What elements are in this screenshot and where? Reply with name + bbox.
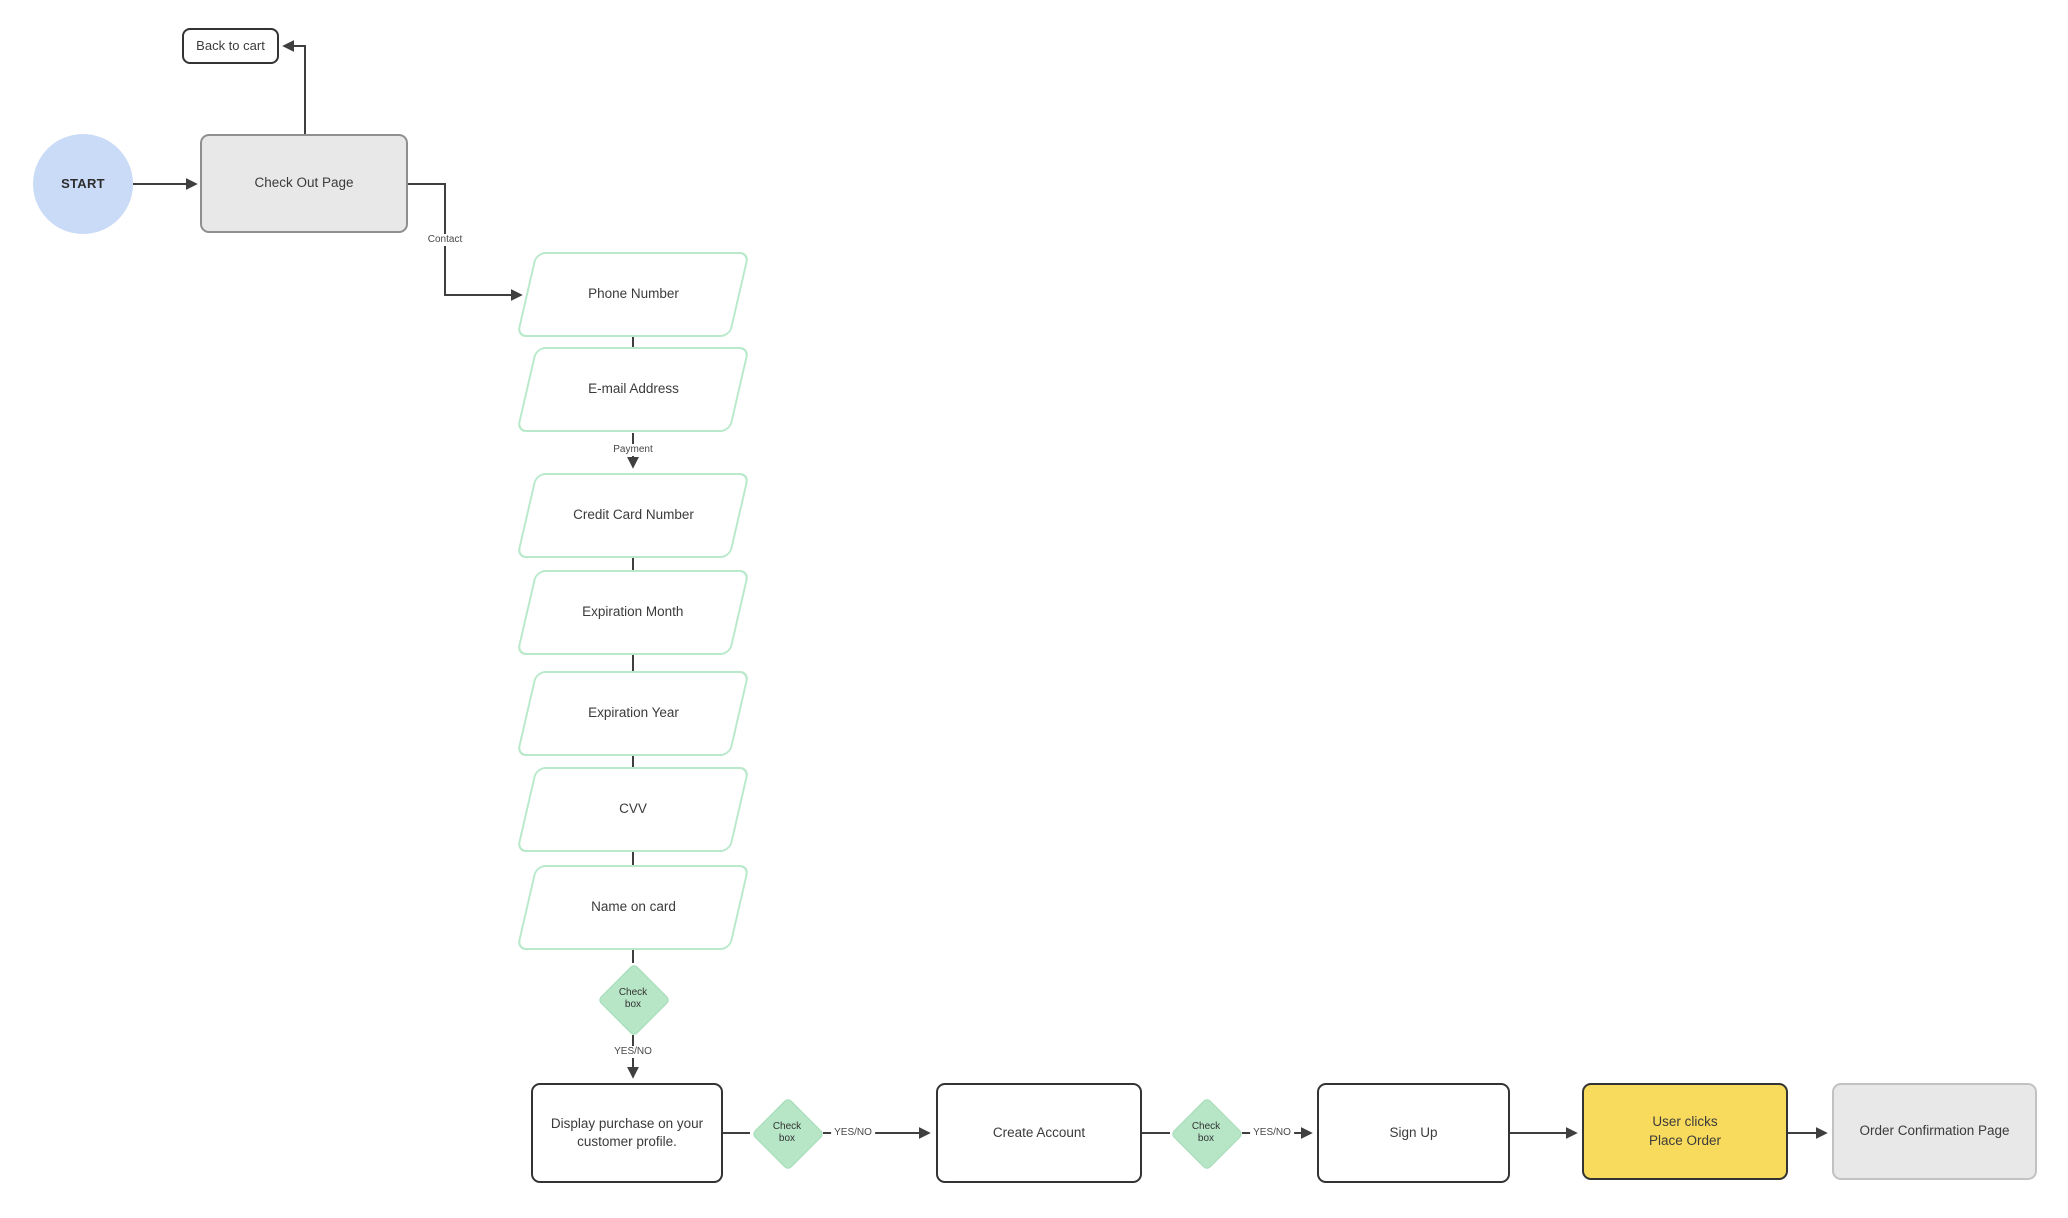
node-check-box-1-label: Check box: [618, 986, 648, 1011]
node-start[interactable]: START: [33, 134, 133, 234]
edge-checkout-to-backtocart: [282, 40, 306, 134]
node-order-confirmation-page-label: Order Confirmation Page: [1859, 1123, 2010, 1139]
node-expiration-month[interactable]: Expiration Month: [516, 570, 750, 655]
node-credit-card-number-label: Credit Card Number: [572, 507, 694, 523]
node-email-address-label: E-mail Address: [587, 381, 679, 397]
node-expiration-month-label: Expiration Month: [582, 604, 684, 620]
node-expiration-year[interactable]: Expiration Year: [516, 671, 750, 756]
node-user-clicks-place-order[interactable]: User clicks Place Order: [1582, 1083, 1788, 1180]
node-user-clicks-place-order-label: User clicks Place Order: [1648, 1114, 1722, 1148]
edge-label-yes-no-1: YES/NO: [611, 1046, 655, 1058]
node-check-box-3-label: Check box: [1191, 1120, 1221, 1145]
node-create-account-label: Create Account: [992, 1124, 1086, 1140]
node-email-address[interactable]: E-mail Address: [516, 347, 750, 432]
edge-label-payment: Payment: [610, 444, 656, 456]
node-sign-up-label: Sign Up: [1389, 1124, 1438, 1140]
node-check-box-1[interactable]: Check box: [597, 963, 671, 1037]
node-name-on-card[interactable]: Name on card: [516, 865, 750, 950]
node-back-to-cart[interactable]: Back to cart: [182, 28, 279, 64]
node-check-box-2-label: Check box: [772, 1120, 802, 1145]
node-order-confirmation-page[interactable]: Order Confirmation Page: [1832, 1083, 2037, 1180]
node-start-label: START: [61, 176, 105, 192]
node-expiration-year-label: Expiration Year: [587, 705, 679, 721]
edge-label-contact: Contact: [424, 234, 466, 246]
node-back-to-cart-label: Back to cart: [196, 38, 265, 54]
node-sign-up[interactable]: Sign Up: [1317, 1083, 1510, 1183]
node-display-purchase[interactable]: Display purchase on your customer profil…: [531, 1083, 723, 1183]
node-check-box-2[interactable]: Check box: [751, 1097, 825, 1171]
node-name-on-card-label: Name on card: [590, 899, 676, 915]
edge-label-yes-no-2: YES/NO: [831, 1127, 875, 1139]
node-cvv-label: CVV: [619, 801, 647, 817]
node-checkout-page-label: Check Out Page: [254, 175, 354, 191]
node-credit-card-number[interactable]: Credit Card Number: [516, 473, 750, 558]
edge-label-yes-no-3: YES/NO: [1250, 1127, 1294, 1139]
node-phone-number-label: Phone Number: [587, 286, 679, 302]
node-display-purchase-label: Display purchase on your customer profil…: [550, 1115, 704, 1149]
node-create-account[interactable]: Create Account: [936, 1083, 1142, 1183]
node-check-box-3[interactable]: Check box: [1170, 1097, 1244, 1171]
node-cvv[interactable]: CVV: [516, 767, 750, 852]
node-phone-number[interactable]: Phone Number: [516, 252, 750, 337]
node-checkout-page[interactable]: Check Out Page: [200, 134, 408, 233]
